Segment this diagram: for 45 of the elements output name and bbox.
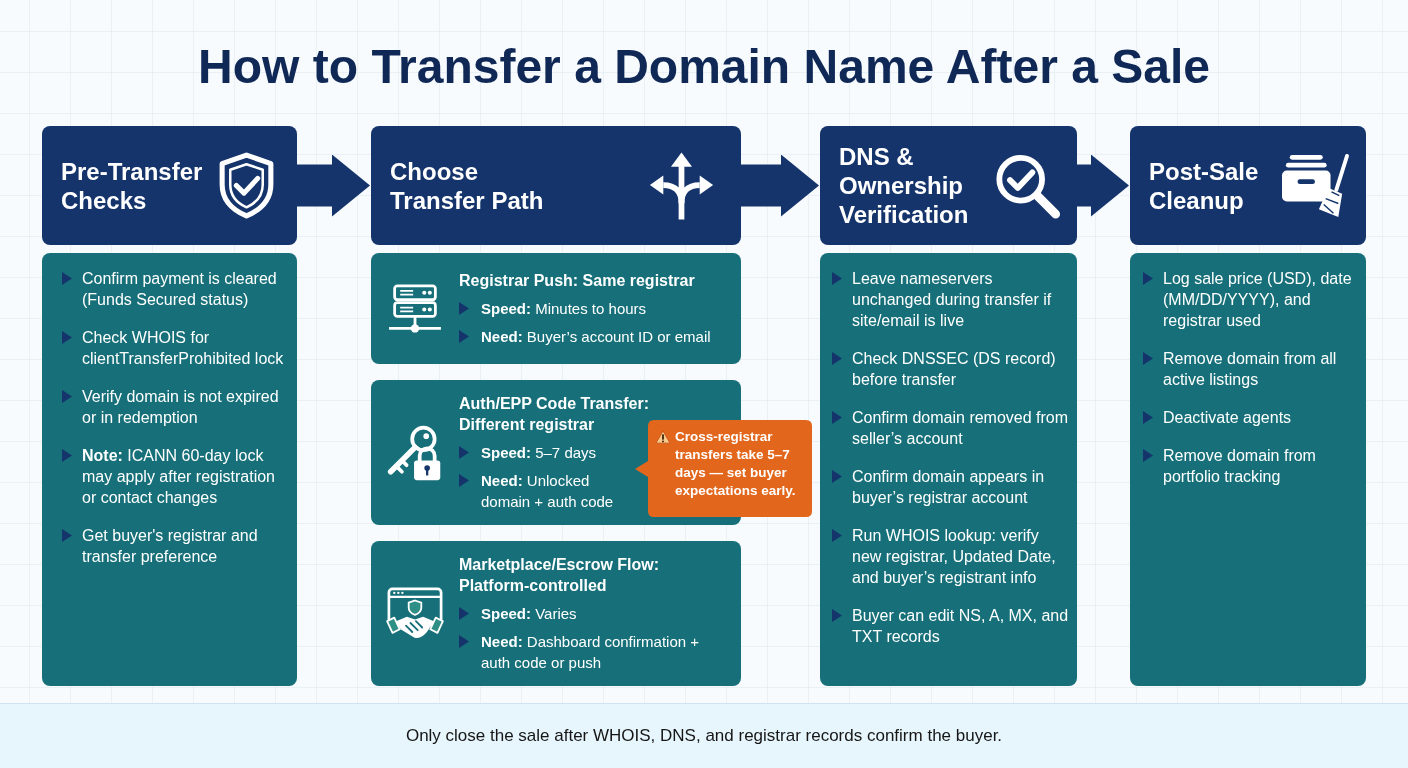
bullet-text: Get buyer's registrar and transfer preference [82, 526, 259, 567]
step-panel [820, 253, 1077, 686]
bullet-text: Note: ICANN 60-day lock may apply after registration or contact changes [82, 446, 276, 508]
bullet-text: Leave nameservers unchanged during transfer if site/email is live [852, 269, 1053, 331]
step-header [1130, 126, 1366, 245]
bullet-text: Deactivate agents [1163, 408, 1292, 428]
footer-band [0, 703, 1408, 768]
step-title: Choose Transfer Path [390, 156, 545, 215]
bullet-text: Verify domain is not expired or in redemption [82, 387, 280, 428]
detail-text: Speed: Minutes to hours [481, 299, 647, 319]
callout-text: Cross-registrar transfers take 5–7 days — set buyer expectations early. [675, 428, 797, 500]
page-title: How to Transfer a Domain Name After a Sale [198, 39, 1210, 95]
bullet-text: Remove domain from portfolio tracking [1163, 446, 1317, 487]
option-title: Marketplace/Escrow Flow: Platform-controlled [459, 555, 661, 596]
detail-text: Speed: Varies [481, 604, 577, 624]
option-card [371, 253, 741, 364]
footer-note: Only close the sale after WHOIS, DNS, and registrar records confirm the buyer. [405, 725, 1003, 747]
bullet-text: Buyer can edit NS, A, MX, and TXT records [852, 606, 1070, 647]
option-title: Auth/EPP Code Transfer: Different registrar [459, 394, 650, 435]
step-header [820, 126, 1077, 245]
step-header [42, 126, 297, 245]
step-panel [1130, 253, 1366, 686]
block-arrow [741, 154, 819, 217]
bullet-text: Log sale price (USD), date (MM/DD/YYYY), and registrar used [1163, 269, 1353, 331]
step-title: Post-Sale Cleanup [1149, 156, 1260, 215]
step-title: DNS & Ownership Verification [839, 142, 970, 229]
bullet-text: Confirm payment is cleared (Funds Secured status) [82, 269, 278, 310]
option-card [371, 541, 741, 686]
detail-text: Speed: 5–7 days [481, 443, 597, 463]
bullet-text: Check WHOIS for clientTransferProhibited lock [82, 328, 285, 369]
bullet-text: Confirm domain appears in buyer’s registrar account [852, 467, 1046, 508]
bullet-text: Confirm domain removed from seller’s account [852, 408, 1070, 449]
warning-callout [634, 420, 812, 517]
option-title: Registrar Push: Same registrar [459, 271, 696, 291]
bullet-text: Check DNSSEC (DS record) before transfer [852, 349, 1057, 390]
detail-text: Need: Dashboard confirmation + auth code or push [481, 632, 701, 673]
detail-text: Need: Buyer’s account ID or email [481, 327, 711, 347]
step-header [371, 126, 741, 245]
step-panel [42, 253, 297, 686]
block-arrow [1077, 154, 1129, 217]
bullet-text: Run WHOIS lookup: verify new registrar, Updated Date, and buyer’s registrant info [852, 526, 1057, 588]
detail-text: Need: Unlocked domain + auth code [481, 471, 615, 512]
block-arrow [297, 154, 370, 217]
bullet-text: Remove domain from all active listings [1163, 349, 1338, 390]
step-title: Pre-Transfer Checks [61, 156, 204, 215]
